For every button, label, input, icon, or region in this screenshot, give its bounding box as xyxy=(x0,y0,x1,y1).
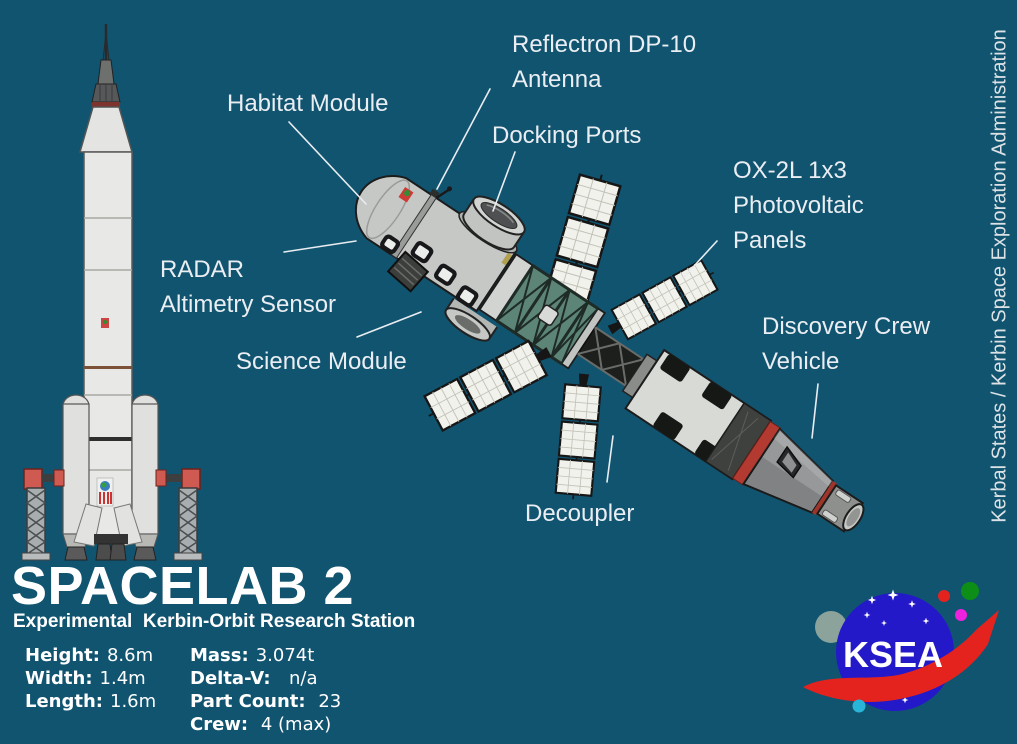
page-subtitle: Experimental Kerbin-Orbit Research Stati… xyxy=(13,611,416,632)
launch-clamp-left xyxy=(21,468,65,561)
agency-credit-vertical: Kerbal States / Kerbin Space Exploration… xyxy=(988,29,1011,523)
habitat-flag-decal-icon xyxy=(398,187,414,203)
callout-label: Altimetry Sensor xyxy=(160,291,337,318)
callout-label: Photovoltaic xyxy=(733,192,864,219)
solar-array-down xyxy=(555,372,602,500)
rocket-nose-cone xyxy=(79,106,133,153)
rocket-booster-right xyxy=(131,394,159,561)
stat-value: n/a xyxy=(277,668,318,689)
logo-dot-green xyxy=(961,582,979,600)
rocket-red-band xyxy=(92,102,120,107)
logo-text: KSEA xyxy=(843,634,943,675)
callout-discovery-crew-vehicle: Discovery Crew Vehicle xyxy=(762,309,930,379)
leader-line-docking-ports xyxy=(492,151,516,212)
ksea-logo: KSEA xyxy=(803,582,999,713)
solar-array-right xyxy=(602,258,722,345)
stat-value: 4 (max) xyxy=(255,714,332,735)
stat-value: 1.4m xyxy=(99,668,146,689)
leader-line-reflectron-antenna xyxy=(436,88,491,190)
stat-label: Delta-V: xyxy=(190,668,271,689)
stats-column-left: Height: 8.6m Width: 1.4m Length: 1.6m xyxy=(25,644,156,713)
stat-label: Width: xyxy=(25,668,93,689)
callout-label: Decoupler xyxy=(525,500,635,527)
callout-docking-ports: Docking Ports xyxy=(492,118,641,153)
stat-label: Height: xyxy=(25,645,100,666)
callout-label: Discovery Crew xyxy=(762,313,931,340)
leader-line-discovery-crew-vehicle xyxy=(811,383,819,439)
rocket-small-flag-icon xyxy=(101,318,109,328)
logo-dot-cyan xyxy=(852,699,866,713)
docking-port-bottom-graphic xyxy=(444,297,498,342)
logo-dot-red xyxy=(938,590,950,602)
habitat-windows xyxy=(380,234,479,308)
callout-label: Vehicle xyxy=(762,348,840,375)
page-title: SPACELAB 2 xyxy=(11,556,355,616)
leader-line-decoupler xyxy=(606,435,614,483)
callout-radar-altimetry-sensor: RADAR Altimetry Sensor xyxy=(160,252,336,322)
habitat-module-graphic xyxy=(354,175,518,313)
callout-label: Reflectron DP-10 xyxy=(512,31,697,58)
leader-line-science-module xyxy=(356,311,422,338)
stat-row-mass: Mass: 3.074t xyxy=(190,644,341,667)
callout-decoupler: Decoupler xyxy=(525,496,634,531)
stat-row-width: Width: 1.4m xyxy=(25,667,156,690)
leader-lines xyxy=(283,88,819,483)
stat-label: Part Count: xyxy=(190,691,306,712)
callout-label: RADAR xyxy=(160,256,245,283)
stat-row-part-count: Part Count: 23 xyxy=(190,690,341,713)
stat-value: 8.6m xyxy=(106,645,154,666)
reflectron-antenna-graphic xyxy=(429,186,453,200)
stat-label: Length: xyxy=(25,691,103,712)
stat-value: 23 xyxy=(312,691,342,712)
crew-vehicle-graphic xyxy=(621,348,865,533)
callout-science-module: Science Module xyxy=(236,344,407,379)
radar-sensor-graphic xyxy=(386,250,430,293)
stat-row-crew: Crew: 4 (max) xyxy=(190,713,341,736)
callout-label: Docking Ports xyxy=(492,122,642,149)
stat-row-length: Length: 1.6m xyxy=(25,690,156,713)
station-body xyxy=(354,175,865,533)
callout-ox2l-photovoltaic-panels: OX-2L 1x3 Photovoltaic Panels xyxy=(733,153,864,258)
station-illustration xyxy=(354,136,865,533)
stat-value: 3.074t xyxy=(255,645,315,666)
stat-label: Mass: xyxy=(190,645,249,666)
stat-row-delta-v: Delta-V: n/a xyxy=(190,667,341,690)
rocket-core-stage xyxy=(83,151,133,538)
launch-clamp-right xyxy=(155,468,203,561)
callout-label: Antenna xyxy=(512,66,602,93)
leader-line-habitat-module xyxy=(288,121,367,205)
solar-array-left xyxy=(420,335,558,433)
rocket-capsule-top xyxy=(97,59,115,85)
stat-label: Crew: xyxy=(190,714,249,735)
logo-dot-magenta xyxy=(955,609,967,621)
rocket-illustration xyxy=(21,24,203,561)
callout-habitat-module: Habitat Module xyxy=(227,86,388,121)
rocket-engine-mount xyxy=(94,534,128,544)
leader-line-photovoltaic-panels xyxy=(683,240,718,278)
stat-value: 1.6m xyxy=(110,691,157,712)
stat-row-height: Height: 8.6m xyxy=(25,644,156,667)
leader-line-radar-sensor xyxy=(283,240,357,253)
callout-label: OX-2L 1x3 xyxy=(733,157,847,184)
logo-swoosh-arrow xyxy=(803,610,999,702)
callout-label: Science Module xyxy=(236,348,407,375)
rocket-flag-decal-icon xyxy=(96,477,114,507)
science-module-graphic xyxy=(478,253,607,370)
callout-label: Habitat Module xyxy=(227,90,389,117)
callout-reflectron-dp10-antenna: Reflectron DP-10 Antenna xyxy=(512,27,696,97)
docking-port-top-graphic xyxy=(458,195,526,254)
stats-column-right: Mass:3.074t Delta-V: n/a Part Count: 23 … xyxy=(190,644,341,736)
callout-label: Panels xyxy=(733,227,807,254)
